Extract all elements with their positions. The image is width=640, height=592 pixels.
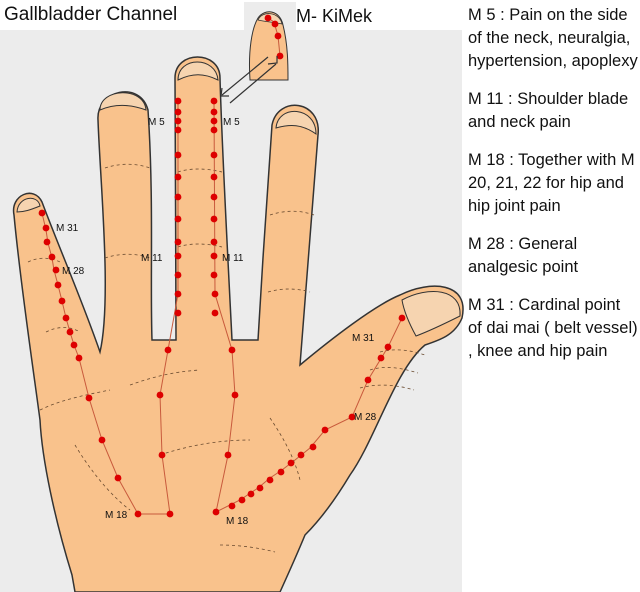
point — [66, 328, 74, 336]
point — [271, 20, 279, 28]
point — [98, 436, 106, 444]
point — [210, 108, 218, 116]
label-m28-thumb: M 28 — [354, 412, 377, 423]
page-title: Gallbladder Channel — [4, 4, 178, 25]
point — [58, 297, 66, 305]
point — [274, 32, 282, 40]
fingernail — [275, 111, 317, 135]
point — [277, 468, 285, 476]
point — [210, 126, 218, 134]
point — [52, 266, 60, 274]
method-label: M- KiMek — [296, 6, 373, 26]
label-m18-left: M 18 — [105, 510, 128, 521]
skin-creases — [27, 163, 426, 553]
point — [398, 314, 406, 322]
point — [364, 376, 372, 384]
label-m11-left: M 11 — [141, 253, 163, 264]
note-m31: M 31 : Cardinal point of dai mai ( belt … — [468, 296, 638, 360]
point — [211, 309, 219, 317]
fingernail — [99, 92, 147, 111]
point — [174, 151, 182, 159]
point — [247, 490, 255, 498]
hand-shape — [12, 56, 464, 592]
point — [134, 510, 142, 518]
label-m5-right: M 5 — [223, 117, 240, 128]
label-m5-left: M 5 — [148, 117, 165, 128]
point — [174, 215, 182, 223]
point — [48, 253, 56, 261]
point — [384, 343, 392, 351]
point — [309, 443, 317, 451]
point — [210, 271, 218, 279]
point — [174, 108, 182, 116]
point — [38, 209, 46, 217]
notes-panel: M 5 : Pain on the side of the neck, neur… — [468, 4, 638, 378]
point — [70, 341, 78, 349]
label-m11-right: M 11 — [222, 253, 244, 264]
point — [210, 215, 218, 223]
point — [211, 290, 219, 298]
point — [377, 354, 385, 362]
point — [210, 238, 218, 246]
point — [156, 391, 164, 399]
point — [231, 391, 239, 399]
point — [264, 14, 272, 22]
point — [210, 173, 218, 181]
label-m31-finger: M 31 — [56, 223, 79, 234]
note-m18: M 18 : Together with M 20, 21, 22 for hi… — [468, 151, 635, 215]
point — [54, 281, 62, 289]
point — [75, 354, 83, 362]
point — [158, 451, 166, 459]
label-m31-thumb: M 31 — [352, 333, 375, 344]
point — [321, 426, 329, 434]
point — [174, 117, 182, 125]
point — [266, 476, 274, 484]
point — [348, 413, 356, 421]
point — [43, 238, 51, 246]
note-m11: M 11 : Shoulder blade and neck pain — [468, 90, 629, 131]
point — [210, 252, 218, 260]
point — [174, 173, 182, 181]
point — [287, 459, 295, 467]
point — [276, 52, 284, 60]
point — [174, 271, 182, 279]
point — [174, 252, 182, 260]
point — [62, 314, 70, 322]
note-m28: M 28 : General analgesic point — [468, 235, 579, 276]
point — [174, 193, 182, 201]
point — [166, 510, 174, 518]
fingernail — [401, 291, 461, 337]
inset-finger — [249, 11, 289, 81]
point — [212, 508, 220, 516]
fingernail — [177, 61, 219, 81]
acupuncture-points — [38, 97, 406, 518]
point — [174, 126, 182, 134]
point — [228, 502, 236, 510]
point — [164, 346, 172, 354]
point — [42, 224, 50, 232]
point — [174, 238, 182, 246]
point — [224, 451, 232, 459]
label-m28-finger: M 28 — [62, 266, 85, 277]
note-m5: M 5 : Pain on the side of the neck, neur… — [468, 6, 638, 70]
inset-arrows — [220, 56, 278, 104]
point — [174, 97, 182, 105]
point — [228, 346, 236, 354]
label-m18-right: M 18 — [226, 516, 249, 527]
fingernail — [16, 197, 41, 213]
point — [210, 117, 218, 125]
point — [297, 451, 305, 459]
point — [210, 97, 218, 105]
point — [174, 309, 182, 317]
point — [85, 394, 93, 402]
point — [256, 484, 264, 492]
point — [210, 151, 218, 159]
point — [210, 193, 218, 201]
point — [174, 290, 182, 298]
point — [238, 496, 246, 504]
point — [114, 474, 122, 482]
